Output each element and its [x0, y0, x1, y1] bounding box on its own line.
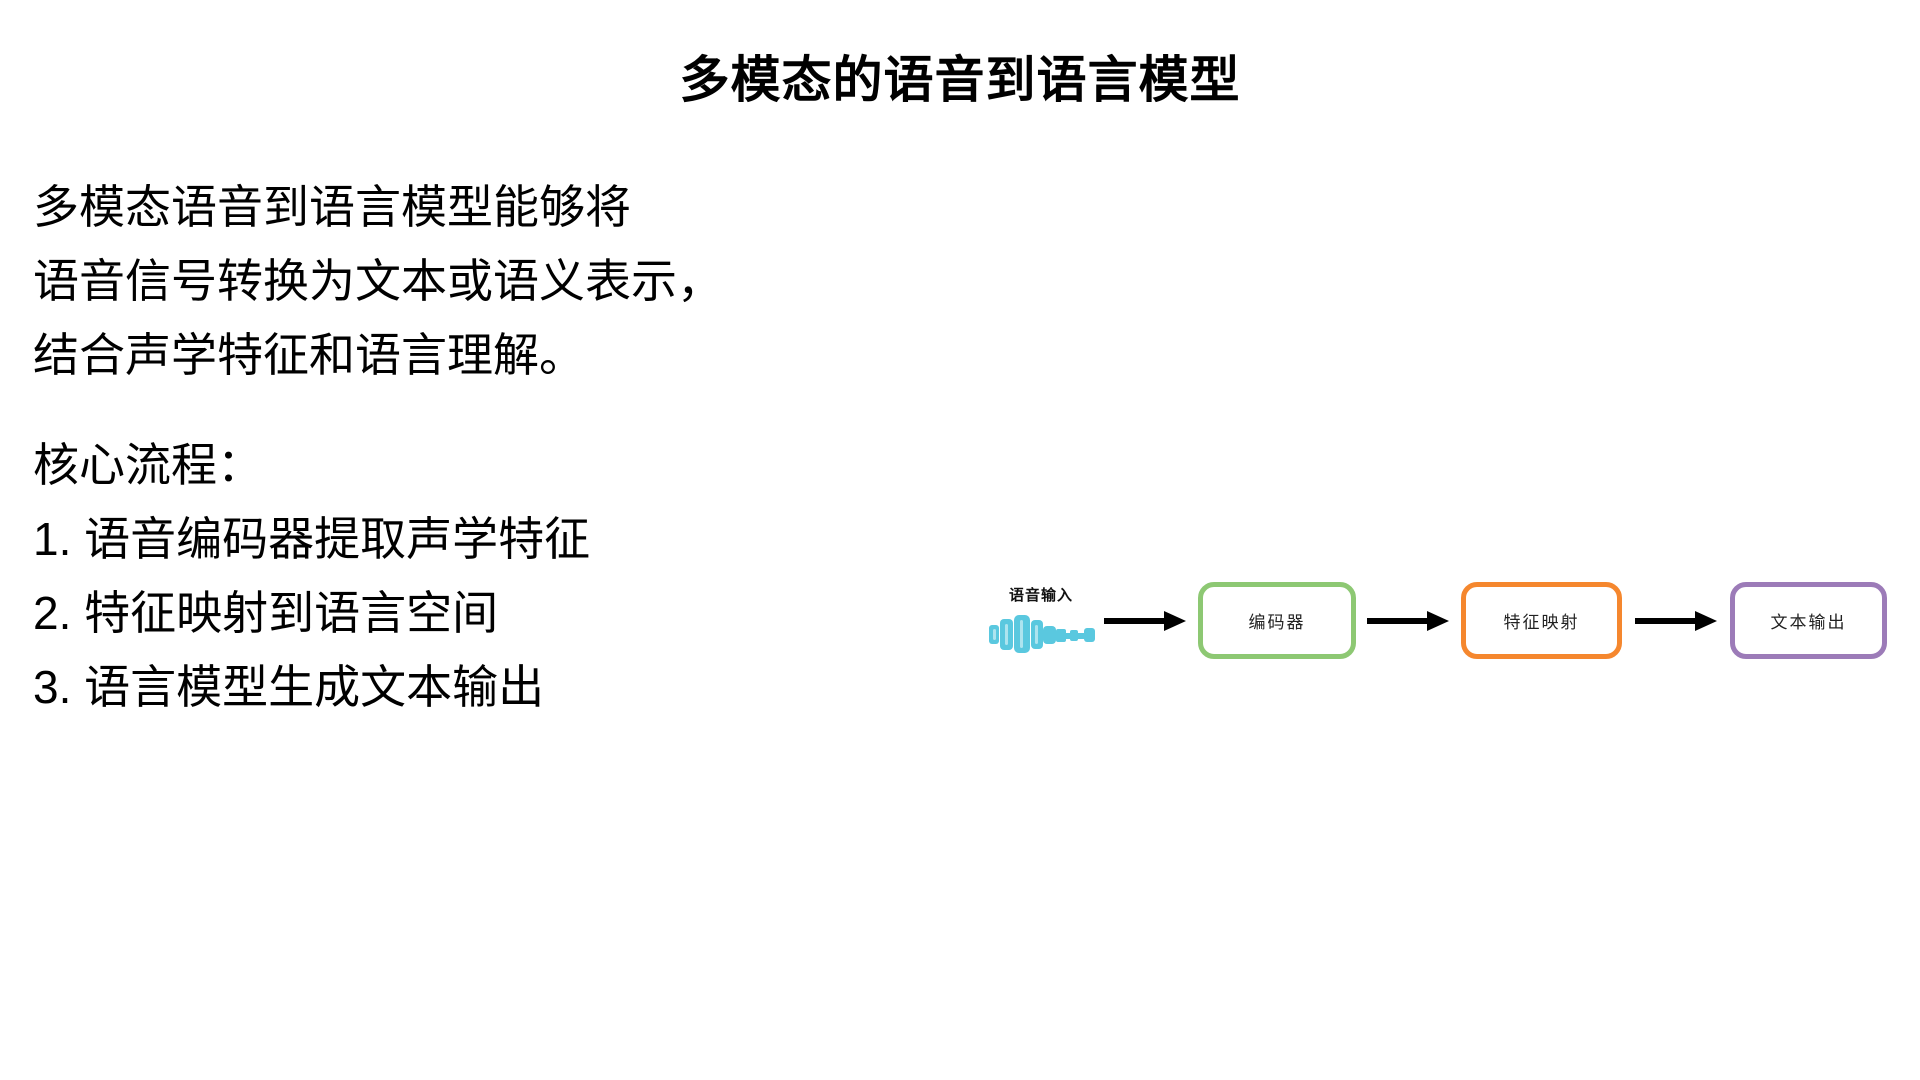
process-step-2: 2. 特征映射到语言空间 — [33, 587, 499, 639]
process-step-3: 3. 语言模型生成文本输出 — [33, 661, 545, 713]
page-title: 多模态的语音到语言模型 — [679, 52, 1241, 108]
feature-mapping-node: 特征映射 — [1461, 582, 1622, 659]
text-output-node-label: 文本输出 — [1770, 613, 1847, 632]
process-step-1: 1. 语音编码器提取声学特征 — [33, 513, 591, 565]
arrow-mapper-to-output — [1634, 603, 1718, 639]
intro-paragraph: 多模态语音到语言模型能够将 语音信号转换为文本或语义表示， 结合声学特征和语言理… — [33, 170, 723, 392]
audio-waveform-svg — [989, 615, 1095, 653]
intro-line-1: 多模态语音到语言模型能够将 — [33, 181, 631, 233]
process-list: 核心流程： 1. 语音编码器提取声学特征 2. 特征映射到语言空间 3. 语言模… — [33, 428, 723, 724]
process-heading: 核心流程： — [33, 439, 263, 491]
arrow-encoder-to-mapper — [1366, 603, 1450, 639]
encoder-node-label: 编码器 — [1248, 613, 1306, 632]
body-text: 多模态语音到语言模型能够将 语音信号转换为文本或语义表示， 结合声学特征和语言理… — [33, 170, 723, 724]
feature-mapping-node-label: 特征映射 — [1503, 613, 1580, 632]
speech-input-label: 语音输入 — [1008, 587, 1073, 604]
intro-line-2: 语音信号转换为文本或语义表示， — [33, 255, 723, 307]
intro-line-3: 结合声学特征和语言理解。 — [33, 329, 585, 381]
encoder-node: 编码器 — [1198, 582, 1356, 659]
audio-waveform-icon — [988, 614, 1096, 654]
text-output-node: 文本输出 — [1730, 582, 1887, 659]
arrow-input-to-encoder — [1103, 603, 1187, 639]
